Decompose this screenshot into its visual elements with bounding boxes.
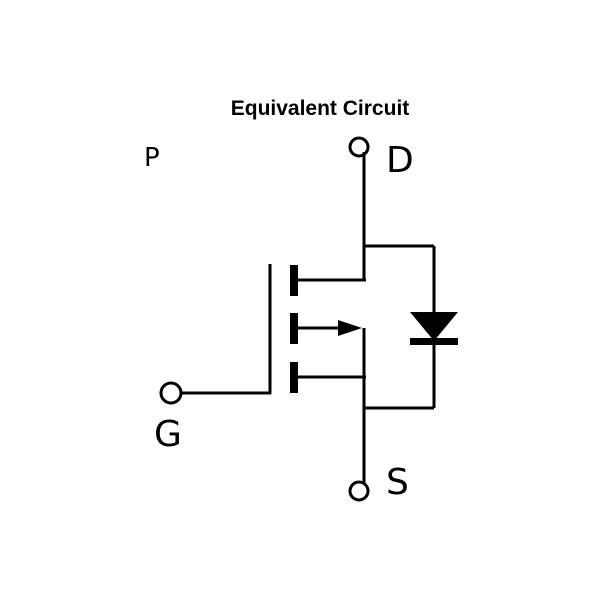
channel-segment-middle (290, 313, 298, 344)
gate-label: G (154, 414, 182, 455)
diagram-title: Equivalent Circuit (231, 97, 410, 120)
channel-type-label: P (144, 143, 160, 173)
body-arrow-icon (338, 320, 362, 336)
drain-terminal (348, 136, 370, 158)
source-terminal (348, 480, 370, 502)
channel-segment-top (290, 265, 298, 296)
body-diode-triangle (410, 312, 458, 341)
drain-label: D (386, 140, 414, 181)
channel-segment-bottom (290, 362, 298, 393)
body-diode-bar (410, 338, 458, 345)
gate-terminal (159, 381, 183, 405)
source-label: S (386, 462, 409, 503)
